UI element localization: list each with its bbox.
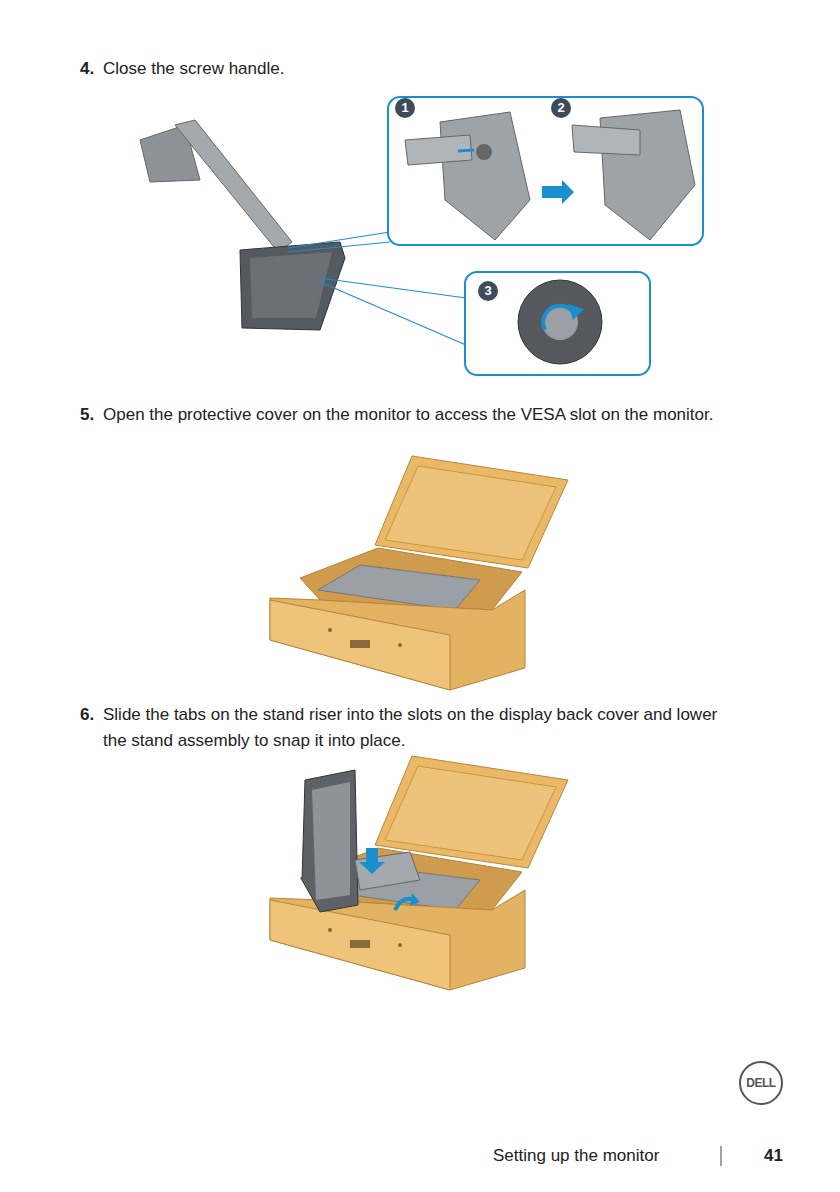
step-text: Slide the tabs on the stand riser into t… bbox=[103, 702, 738, 754]
page-footer: Setting up the monitor bbox=[493, 1143, 659, 1169]
callout-number: 1 bbox=[395, 98, 415, 118]
step-number: 4. bbox=[80, 56, 94, 82]
step-number: 5. bbox=[80, 402, 94, 428]
page-number: 41 bbox=[764, 1143, 783, 1169]
brand-logo: DELL bbox=[739, 1061, 783, 1105]
callout-number: 2 bbox=[551, 98, 571, 118]
step-number: 6. bbox=[80, 702, 94, 728]
callout-number: 3 bbox=[478, 281, 498, 301]
step-text: Close the screw handle. bbox=[103, 56, 284, 82]
step-text: Open the protective cover on the monitor… bbox=[103, 402, 728, 428]
